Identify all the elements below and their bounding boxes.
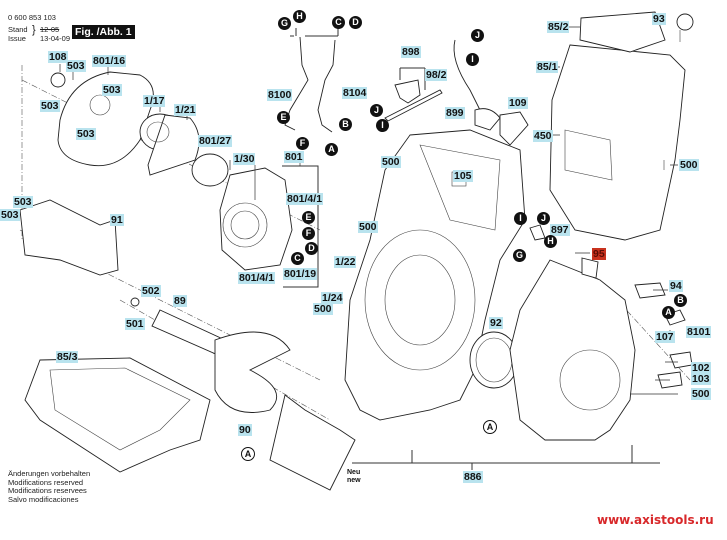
connector-marker: B — [339, 118, 352, 131]
part-label: 801/19 — [283, 268, 318, 280]
part-label: 801/4/1 — [286, 193, 324, 205]
part-label: 94 — [669, 280, 683, 292]
part-label: 899 — [445, 107, 465, 119]
connector-marker: D — [305, 242, 318, 255]
new-part-note: Neu new — [347, 469, 361, 484]
part-label: 8101 — [686, 326, 712, 338]
connector-marker: G — [513, 249, 526, 262]
stand-label: Stand — [8, 25, 28, 34]
part-label: 93 — [652, 13, 666, 25]
watermark-url[interactable]: www.axistools.ru — [597, 513, 714, 527]
connector-marker: C — [291, 252, 304, 265]
connector-marker: E — [302, 211, 315, 224]
part-label: 503 — [13, 196, 33, 208]
part-801-blower — [219, 165, 319, 288]
connector-marker: E — [277, 111, 290, 124]
part-label: 85/1 — [536, 61, 559, 73]
connector-marker: J — [471, 29, 484, 42]
part-label: 1/22 — [334, 256, 357, 268]
part-label: 107 — [655, 331, 675, 343]
connector-marker: A — [662, 306, 675, 319]
part-886-body — [344, 129, 526, 421]
part-label: 102 — [691, 362, 711, 374]
connector-marker: C — [332, 16, 345, 29]
part-85-3-tray — [24, 357, 211, 473]
connector-marker: H — [293, 10, 306, 23]
part-label: 108 — [48, 51, 68, 63]
connector-marker: F — [296, 137, 309, 150]
stand-date: 12-05 — [40, 25, 60, 34]
part-label-highlighted: 95 — [592, 248, 606, 260]
part-label: 1/24 — [321, 292, 344, 304]
part-label: 503 — [76, 128, 96, 140]
part-label: 500 — [691, 388, 711, 400]
new-label: new — [347, 476, 361, 484]
part-label: 801 — [284, 151, 304, 163]
part-label: 90 — [238, 424, 252, 436]
part-label: 8100 — [267, 89, 293, 101]
part-label: 898 — [401, 46, 421, 58]
part-801-16-gear-cover — [50, 71, 154, 167]
connector-marker: G — [278, 17, 291, 30]
part-label: 105 — [453, 170, 473, 182]
issue-label: Issue — [8, 34, 26, 43]
part-label: 450 — [533, 130, 553, 142]
part-label: 503 — [102, 84, 122, 96]
part-label: 501 — [125, 318, 145, 330]
part-label: 92 — [489, 317, 503, 329]
neu-label: Neu — [347, 469, 361, 476]
issue-date: 13-04-09 — [40, 34, 71, 43]
part-label: 109 — [508, 97, 528, 109]
part-91-stand — [19, 199, 119, 276]
connector-marker: A — [325, 143, 338, 156]
part-label: 502 — [141, 285, 161, 297]
part-label: 1/17 — [143, 95, 166, 107]
part-label: 85/2 — [547, 21, 570, 33]
reference-marker: A — [241, 447, 255, 461]
part-label: 503 — [66, 60, 86, 72]
part-label: 801/4/1 — [238, 272, 276, 284]
reference-marker: A — [483, 420, 497, 434]
part-label: 89 — [173, 295, 187, 307]
connector-marker: J — [370, 104, 383, 117]
brace: } — [32, 24, 36, 36]
connector-marker: H — [544, 235, 557, 248]
connector-marker: I — [514, 212, 527, 225]
note-line: Modifications reservees — [8, 486, 87, 495]
note-line: Modifications reserved — [8, 477, 84, 487]
figure-title: Fig. /Abb. 1 — [72, 25, 135, 39]
document-number: 0 600 853 103 — [8, 13, 56, 22]
part-label: 1/30 — [233, 153, 256, 165]
connector-marker: B — [674, 294, 687, 307]
connector-marker: F — [302, 227, 315, 240]
connector-marker: J — [537, 212, 550, 225]
part-label: 103 — [691, 373, 711, 385]
part-label: 801/16 — [92, 55, 127, 67]
modification-notes: Änderungen vorbehalten Modifications res… — [8, 469, 91, 504]
connector-marker: D — [349, 16, 362, 29]
part-label: 503 — [0, 209, 20, 221]
part-label: 500 — [358, 221, 378, 233]
part-801-27 — [191, 153, 229, 187]
part-label: 85/3 — [56, 351, 79, 363]
part-label: 1/21 — [174, 104, 197, 116]
connector-marker: I — [376, 119, 389, 132]
part-label: 91 — [110, 214, 124, 226]
part-motor — [139, 113, 200, 176]
part-label: 503 — [40, 100, 60, 112]
note-line: Änderungen vorbehalten — [8, 469, 91, 478]
part-label: 886 — [463, 471, 483, 483]
note-line: Salvo modificaciones — [8, 494, 79, 504]
part-85-1-hopper — [549, 11, 694, 241]
part-label: 98/2 — [425, 69, 448, 81]
connector-marker: I — [466, 53, 479, 66]
part-label: 801/27 — [198, 135, 233, 147]
part-label: 500 — [679, 159, 699, 171]
part-label: 500 — [313, 303, 333, 315]
part-label: 8104 — [342, 87, 368, 99]
part-label: 897 — [550, 224, 570, 236]
part-label: 500 — [381, 156, 401, 168]
